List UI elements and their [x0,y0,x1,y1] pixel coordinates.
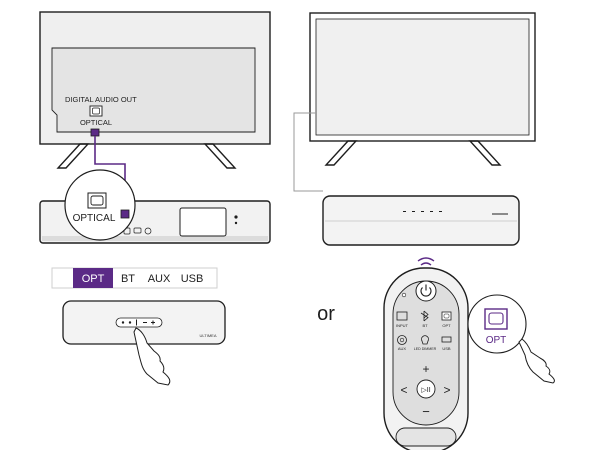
tv-front-right-leg [468,140,502,166]
remote-bt-label: BT [422,323,428,328]
digital-audio-out-label: DIGITAL AUDIO OUT [65,95,137,104]
volume-up-button[interactable]: + [422,362,429,376]
remote-led-dimmer-button[interactable]: LED DIMMER [414,335,437,351]
tv-back: DIGITAL AUDIO OUT OPTICAL [39,11,271,169]
soundbar-front [322,195,520,246]
optical-port-inner [92,107,100,115]
remote-usb-button[interactable]: USB [441,336,452,351]
previous-button[interactable]: < [400,383,407,397]
input-option-bt[interactable]: BT [121,273,135,285]
tv-soundbar-cable [293,112,323,192]
usb-icon [441,336,452,343]
indicator-dot [430,211,433,212]
signal-wave-inner [420,262,432,266]
control-plus-v [152,320,154,325]
tv-front-left-leg [324,140,358,166]
remote-control: INPUT BT OPT AUX LED DIMMER USB + < > [383,257,469,450]
indicator-dot [403,211,406,212]
callout-optical-icon-inner [90,195,104,206]
power-icon [420,287,432,297]
aux-icon [397,335,407,345]
power-button-bg[interactable] [415,280,437,302]
optical-icon [441,311,452,321]
optical-port-icon [89,105,103,117]
soundbar-rear: OPTICAL [39,169,271,244]
rear-port [133,227,142,234]
soundbar-brand: ULTIMEA [199,333,216,338]
remote-opt-button[interactable]: OPT [441,311,452,328]
callout-optical-icon [87,192,107,209]
soundbar-front-indicators [403,211,442,212]
remote-opt-callout: OPT [467,294,555,384]
input-option-opt[interactable]: OPT [82,273,105,285]
hand-icon [133,327,171,386]
callout-opt-label: OPT [486,335,507,346]
pointing-hand-icon [518,338,555,384]
soundbar-control-strip[interactable] [115,317,163,328]
tv-screen [315,18,530,136]
bulb-icon [421,335,429,345]
remote-input-button[interactable]: INPUT [396,311,409,328]
soundbar-optical-plug [120,209,130,219]
remote-lower-panel [395,427,457,447]
next-button[interactable]: > [443,383,450,397]
input-option-usb[interactable]: USB [181,273,204,285]
rear-screw [234,221,238,225]
control-dot [128,321,132,324]
play-pause-bg[interactable] [416,379,436,399]
rear-port [144,227,152,235]
control-minus [143,322,147,323]
soundbar-top: ULTIMEA [62,300,226,386]
control-mark [136,319,137,326]
tv-optical-plug [90,128,100,137]
play-pause-button[interactable]: ▷II [416,379,436,399]
callout-opt-icon [484,308,508,330]
remote-usb-label: USB [442,346,451,351]
bluetooth-icon [420,310,429,322]
soundbar-control-icons [121,319,155,326]
tv-left-leg [56,143,90,169]
signal-wave-outer [417,257,435,262]
indicator-dot [412,211,415,212]
remote-led [401,292,407,298]
play-pause-icon: ▷II [421,387,430,394]
input-selected-highlight [73,268,113,288]
or-label: or [317,303,335,325]
indicator-dot [439,211,442,212]
input-option-aux[interactable]: AUX [148,273,171,285]
tv-optical-label: OPTICAL [80,118,112,127]
soundbar-rear-base [42,236,268,241]
volume-down-button[interactable]: − [422,404,430,419]
input-icon [396,311,408,321]
soundbar-rear-recess [179,207,227,237]
callout-opt-icon-inner [488,312,504,325]
rear-screw [234,215,238,219]
control-dot [121,321,125,324]
tv-right-leg [203,143,237,169]
remote-led-dimmer-label: LED DIMMER [414,347,437,351]
remote-aux-label: AUX [398,346,407,351]
indicator-dot [421,211,424,212]
remote-bt-button[interactable]: BT [420,310,429,328]
remote-input-label: INPUT [396,323,409,328]
soundbar-front-logo [492,213,508,215]
tv-back-panel [51,47,256,133]
input-selector: OPT BT AUX USB [51,267,218,289]
optical-icon-inner [443,313,450,319]
aux-icon-inner [399,337,405,343]
tv-front [309,12,536,166]
power-button[interactable] [415,280,437,302]
remote-aux-button[interactable]: AUX [397,335,407,352]
remote-opt-label: OPT [442,323,451,328]
callout-optical-label: OPTICAL [73,213,116,224]
